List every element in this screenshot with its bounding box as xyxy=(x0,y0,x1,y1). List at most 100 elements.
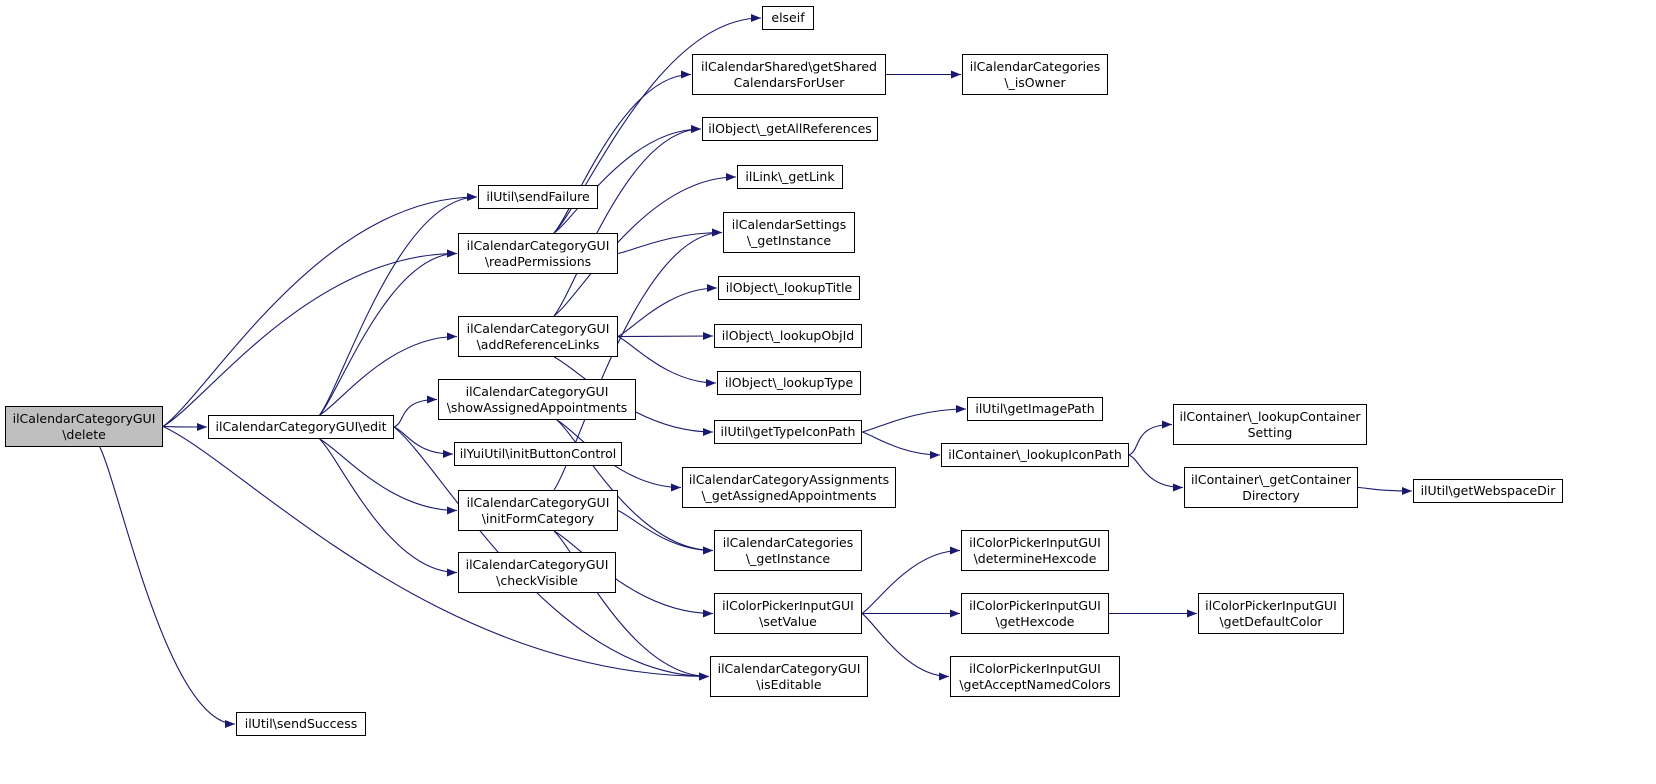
node-label-line: ilObject\_lookupObjId xyxy=(721,328,855,343)
graph-edge-delete-to-is-editable xyxy=(162,426,710,681)
node-label-line: ilUtil\sendFailure xyxy=(486,189,590,204)
node-label-line: ilCalendarCategoryGUI xyxy=(12,410,156,426)
graph-edge-edit-to-read-permissions xyxy=(319,249,458,416)
node-label-line: ilContainer\_lookupContainer xyxy=(1179,408,1361,424)
graph-node-image-path[interactable]: ilUtil\getImagePath xyxy=(967,397,1103,421)
graph-node-default-color[interactable]: ilColorPickerInputGUI\getDefaultColor xyxy=(1198,593,1344,634)
node-label-line: Directory xyxy=(1242,487,1300,503)
node-label-line: \_getInstance xyxy=(745,550,831,566)
node-label-line: \showAssignedAppointments xyxy=(446,399,628,415)
graph-edge-delete-to-send-success xyxy=(99,446,236,728)
graph-edge-add-reference-links-to-lookup-obj-id xyxy=(617,332,714,341)
node-label-line: ilCalendarCategoryGUI\edit xyxy=(215,419,387,434)
graph-node-webspace-dir[interactable]: ilUtil\getWebspaceDir xyxy=(1413,479,1563,503)
node-label-line: ilCalendarCategoryGUI xyxy=(466,237,610,253)
graph-node-settings-inst[interactable]: ilCalendarSettings\_getInstance xyxy=(723,212,855,253)
graph-edge-edit-to-add-reference-links xyxy=(319,332,458,416)
graph-node-get-link[interactable]: ilLink\_getLink xyxy=(737,165,843,189)
graph-node-is-editable[interactable]: ilCalendarCategoryGUI\isEditable xyxy=(710,656,868,697)
graph-node-check-visible[interactable]: ilCalendarCategoryGUI\checkVisible xyxy=(458,552,616,593)
graph-edge-edit-to-send-failure xyxy=(319,193,478,416)
node-label-line: \setValue xyxy=(759,613,817,629)
graph-node-elseif[interactable]: elseif xyxy=(762,6,814,30)
graph-node-lookup-title[interactable]: ilObject\_lookupTitle xyxy=(718,276,860,300)
graph-edge-set-value-to-determine-hex xyxy=(861,546,961,614)
node-label-line: ilCalendarSettings xyxy=(731,216,847,232)
node-label-line: ilContainer\_getContainer xyxy=(1190,471,1352,487)
graph-edge-add-reference-links-to-get-all-refs xyxy=(553,125,702,317)
graph-node-lookup-type[interactable]: ilObject\_lookupType xyxy=(717,371,861,395)
node-label-line: ilObject\_lookupTitle xyxy=(725,280,853,295)
graph-node-edit[interactable]: ilCalendarCategoryGUI\edit xyxy=(208,415,394,439)
node-label-line: ilCalendarCategoryGUI xyxy=(465,383,609,399)
graph-edge-set-value-to-accept-named xyxy=(861,613,950,681)
graph-node-send-success[interactable]: ilUtil\sendSuccess xyxy=(236,712,366,736)
graph-node-type-icon-path[interactable]: ilUtil\getTypeIconPath xyxy=(714,420,862,444)
graph-node-lookup-icon-path[interactable]: ilContainer\_lookupIconPath xyxy=(941,443,1129,467)
graph-edge-init-form-category-to-cat-inst xyxy=(617,509,714,555)
graph-node-determine-hex[interactable]: ilColorPickerInputGUI\determineHexcode xyxy=(961,530,1109,571)
graph-edge-edit-to-init-button xyxy=(393,426,454,458)
node-label-line: ilObject\_lookupType xyxy=(724,375,854,390)
node-label-line: ilUtil\getTypeIconPath xyxy=(720,424,856,439)
graph-node-cat-inst[interactable]: ilCalendarCategories\_getInstance xyxy=(714,530,862,571)
graph-edge-edit-to-check-visible xyxy=(319,438,458,577)
node-label-line: ilCalendarCategoryGUI xyxy=(465,556,609,572)
graph-edge-add-reference-links-to-lookup-type xyxy=(617,336,717,387)
node-label-line: ilCalendarCategoryGUI xyxy=(717,660,861,676)
node-label-line: \_getInstance xyxy=(746,232,832,248)
node-label-line: ilCalendarShared\getShared xyxy=(701,58,877,74)
node-label-line: ilYuiUtil\initButtonControl xyxy=(459,446,617,461)
graph-edge-init-form-category-to-is-editable xyxy=(553,530,710,681)
graph-edge-cont-dir-to-webspace-dir xyxy=(1357,486,1413,495)
node-label-line: ilColorPickerInputGUI xyxy=(969,534,1101,550)
node-label-line: ilUtil\getImagePath xyxy=(975,401,1095,416)
graph-node-add-reference-links[interactable]: ilCalendarCategoryGUI\addReferenceLinks xyxy=(458,316,618,357)
node-label-line: ilUtil\getWebspaceDir xyxy=(1420,483,1556,498)
graph-node-delete[interactable]: ilCalendarCategoryGUI\delete xyxy=(5,406,163,447)
graph-edge-edit-to-init-form-category xyxy=(319,438,458,515)
graph-node-init-form-category[interactable]: ilCalendarCategoryGUI\initFormCategory xyxy=(458,490,618,531)
graph-node-accept-named[interactable]: ilColorPickerInputGUI\getAcceptNamedColo… xyxy=(950,656,1120,697)
node-label-line: ilColorPickerInputGUI xyxy=(1205,597,1337,613)
graph-node-send-failure[interactable]: ilUtil\sendFailure xyxy=(478,185,598,209)
node-label-line: ilUtil\sendSuccess xyxy=(244,716,358,731)
graph-edge-lookup-icon-path-to-lookup-cont-setting xyxy=(1128,420,1173,456)
graph-node-get-hexcode[interactable]: ilColorPickerInputGUI\getHexcode xyxy=(961,593,1109,634)
node-label-line: ilColorPickerInputGUI xyxy=(969,660,1101,676)
node-label-line: Setting xyxy=(1247,424,1293,440)
graph-node-cat-assign[interactable]: ilCalendarCategoryAssignments\_getAssign… xyxy=(682,467,896,508)
graph-node-lookup-obj-id[interactable]: ilObject\_lookupObjId xyxy=(714,324,862,348)
node-label-line: ilCalendarCategories xyxy=(969,58,1101,74)
node-label-line: ilColorPickerInputGUI xyxy=(722,597,854,613)
graph-edge-delete-to-read-permissions xyxy=(162,249,458,427)
node-label-line: ilColorPickerInputGUI xyxy=(969,597,1101,613)
node-label-line: \readPermissions xyxy=(484,253,592,269)
graph-edge-type-icon-path-to-image-path xyxy=(861,405,967,433)
node-label-line: ilCalendarCategoryAssignments xyxy=(688,471,890,487)
graph-edge-read-permissions-to-get-all-refs xyxy=(553,125,702,234)
node-label-line: ilCalendarCategoryGUI xyxy=(466,320,610,336)
node-label-line: \delete xyxy=(62,426,106,442)
graph-edge-add-reference-links-to-get-link xyxy=(553,173,737,317)
graph-edge-read-permissions-to-elseif xyxy=(553,14,762,234)
graph-node-set-value[interactable]: ilColorPickerInputGUI\setValue xyxy=(714,593,862,634)
node-label-line: \determineHexcode xyxy=(973,550,1097,566)
node-label-line: \initFormCategory xyxy=(481,510,595,526)
graph-node-is-owner[interactable]: ilCalendarCategories\_isOwner xyxy=(962,54,1108,95)
graph-edge-delete-to-edit xyxy=(162,422,208,431)
graph-edge-add-reference-links-to-lookup-title xyxy=(617,284,718,337)
graph-edge-read-permissions-to-get-shared xyxy=(553,70,692,234)
graph-edge-read-permissions-to-settings-inst xyxy=(617,228,723,255)
node-label-line: ilObject\_getAllReferences xyxy=(708,121,872,136)
graph-node-show-assigned[interactable]: ilCalendarCategoryGUI\showAssignedAppoin… xyxy=(438,379,636,420)
graph-node-init-button[interactable]: ilYuiUtil\initButtonControl xyxy=(454,442,622,466)
graph-node-read-permissions[interactable]: ilCalendarCategoryGUI\readPermissions xyxy=(458,233,618,274)
node-label-line: \getHexcode xyxy=(995,613,1075,629)
graph-node-get-all-refs[interactable]: ilObject\_getAllReferences xyxy=(702,117,878,141)
node-label-line: \getDefaultColor xyxy=(1219,613,1323,629)
